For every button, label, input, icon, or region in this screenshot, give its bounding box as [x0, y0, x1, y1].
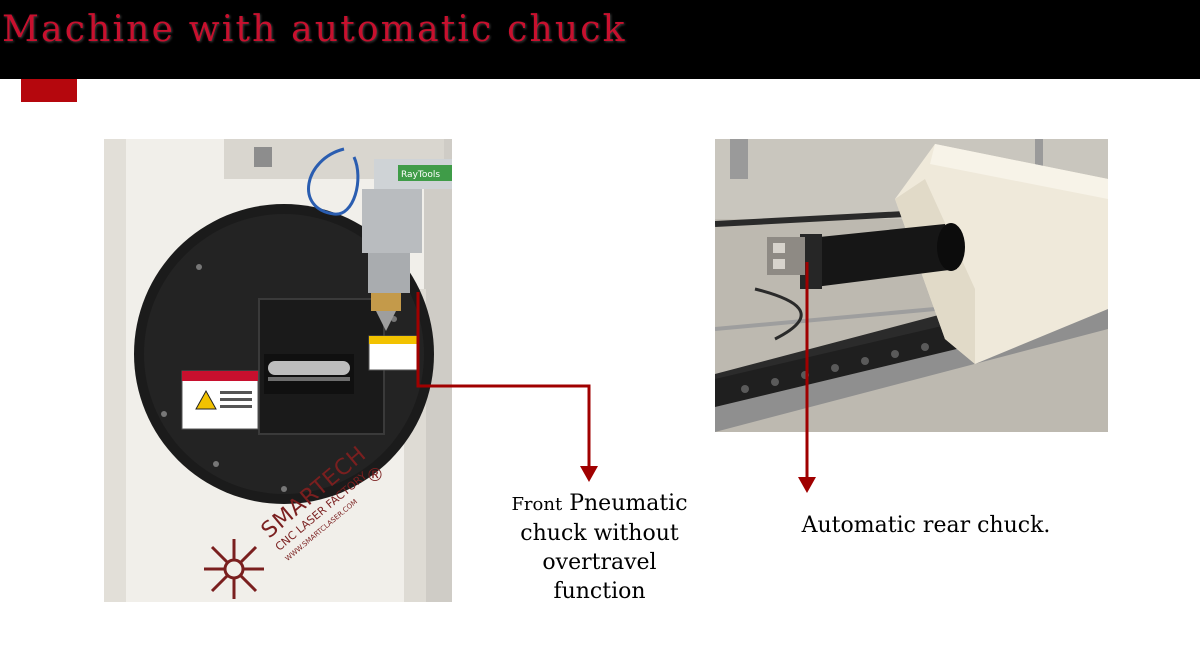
- starburst-logo: [204, 539, 264, 599]
- front-caption-prefix: Front: [511, 494, 563, 515]
- front-chuck-illustration: RayTools SMARTECH CNC LASER FACTORY WWW.…: [104, 139, 452, 602]
- rear-chuck-caption: Automatic rear chuck.: [801, 513, 1051, 538]
- rear-chuck-illustration: [715, 139, 1108, 432]
- rear-chuck-photo: [715, 139, 1108, 432]
- registered-mark: ®: [366, 465, 384, 486]
- front-chuck-caption: Front Pneumatic chuck without overtravel…: [497, 489, 702, 606]
- raytools-label: RayTools: [401, 170, 440, 180]
- accent-block: [21, 79, 77, 102]
- front-chuck-photo: RayTools SMARTECH CNC LASER FACTORY WWW.…: [104, 139, 452, 602]
- front-caption-text: Pneumatic chuck without overtravel funct…: [520, 491, 688, 604]
- header-bar: [0, 0, 1200, 79]
- slide-title: Machine with automatic chuck: [2, 9, 627, 50]
